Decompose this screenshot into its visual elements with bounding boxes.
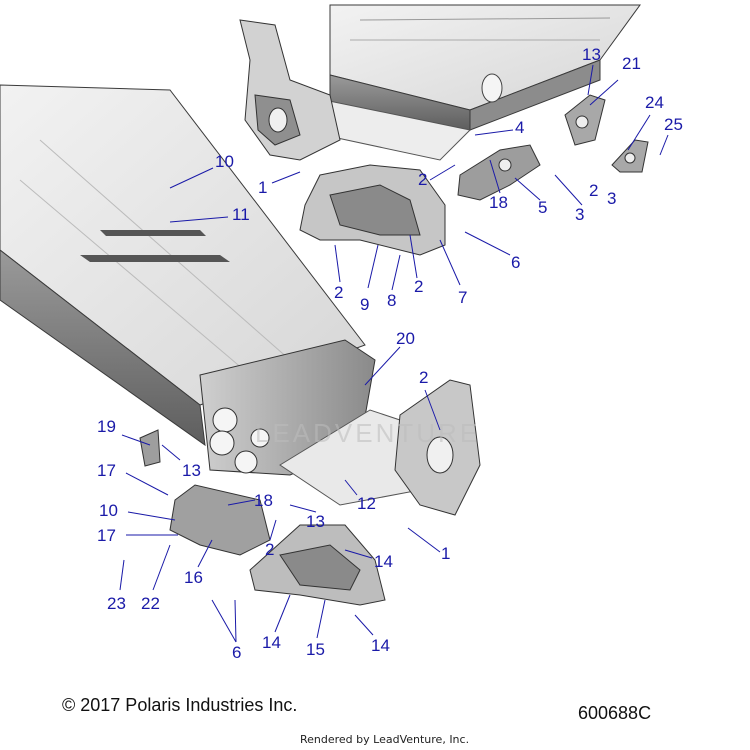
upper-tunnel — [329, 4, 641, 131]
lower-right-bracket — [394, 379, 481, 516]
rendered-by-credit: Rendered by LeadVenture, Inc. — [300, 733, 470, 746]
callout-22: 22 — [141, 594, 160, 613]
callout-18: 18 — [254, 491, 273, 510]
callout-6: 6 — [511, 253, 520, 272]
callout-2: 2 — [334, 283, 343, 302]
callout-2: 2 — [419, 368, 428, 387]
callout-15: 15 — [306, 640, 325, 659]
right-plate-21 — [564, 94, 606, 146]
callout-14: 14 — [262, 633, 281, 652]
right-plate-24 — [611, 139, 649, 173]
callout-1: 1 — [441, 544, 450, 563]
diagram-part-number: 600688C — [578, 703, 652, 723]
bracket-5 — [457, 144, 541, 201]
callout-13: 13 — [582, 45, 601, 64]
callout-3: 3 — [607, 189, 616, 208]
callout-12: 12 — [357, 494, 376, 513]
upper-casting-7 — [299, 164, 446, 256]
copyright-notice: © 2017 Polaris Industries Inc. — [62, 695, 298, 715]
watermark: LEADVENTURE — [255, 418, 480, 448]
callout-6: 6 — [232, 643, 241, 662]
callout-13: 13 — [306, 512, 325, 531]
callout-8: 8 — [387, 291, 396, 310]
callout-5: 5 — [538, 198, 547, 217]
callout-2: 2 — [414, 277, 423, 296]
leader-lines — [119, 64, 669, 643]
callout-10: 10 — [215, 152, 234, 171]
callout-3: 3 — [575, 205, 584, 224]
lower-casting-14 — [249, 524, 386, 606]
callout-7: 7 — [458, 288, 467, 307]
exploded-parts-diagram: LEADVENTURE — [0, 4, 683, 662]
callout-14: 14 — [371, 636, 390, 655]
callout-2: 2 — [418, 170, 427, 189]
callout-17: 17 — [97, 526, 116, 545]
callout-16: 16 — [184, 568, 203, 587]
callout-24: 24 — [645, 93, 664, 112]
callout-19: 19 — [97, 417, 116, 436]
callout-21: 21 — [622, 54, 641, 73]
callout-4: 4 — [515, 118, 524, 137]
callout-11: 11 — [232, 205, 250, 224]
callouts: 13 21 24 25 4 10 1 2 2 3 18 5 3 11 6 2 9… — [97, 45, 683, 662]
lower-left-bracket-16 — [139, 429, 271, 556]
callout-14: 14 — [374, 552, 393, 571]
callout-25: 25 — [664, 115, 683, 134]
upper-left-bracket — [239, 19, 341, 161]
callout-13: 13 — [182, 461, 201, 480]
callout-18: 18 — [489, 193, 508, 212]
callout-23: 23 — [107, 594, 126, 613]
callout-2: 2 — [589, 181, 598, 200]
callout-17: 17 — [97, 461, 116, 480]
callout-2: 2 — [265, 540, 274, 559]
callout-9: 9 — [360, 295, 369, 314]
callout-1: 1 — [258, 178, 267, 197]
callout-10: 10 — [99, 501, 118, 520]
callout-20: 20 — [396, 329, 415, 348]
